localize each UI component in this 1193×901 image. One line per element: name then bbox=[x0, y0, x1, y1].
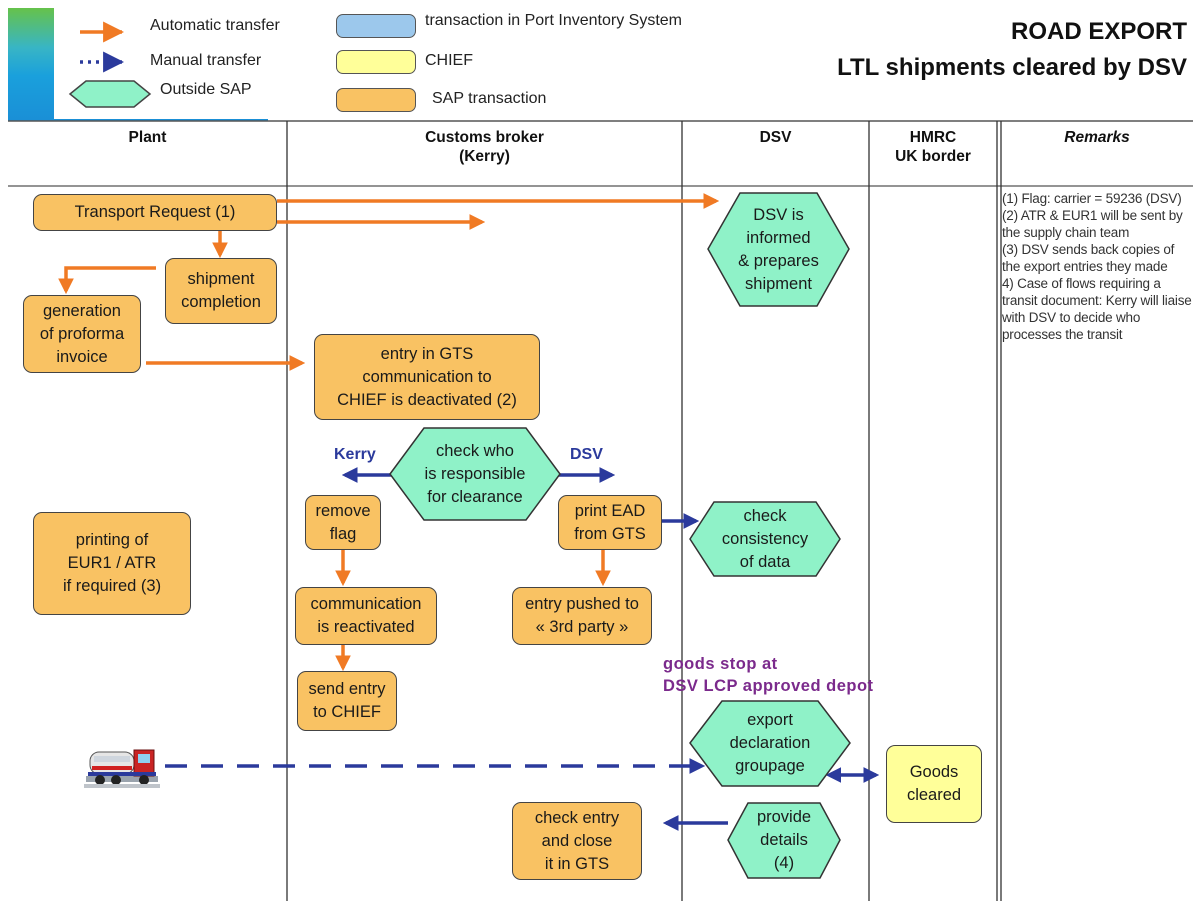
hex-check-consistency bbox=[689, 501, 841, 577]
node-check-consistency: check consistency of data bbox=[721, 506, 809, 571]
legend-port-inventory-label: transaction in Port Inventory System bbox=[425, 12, 682, 29]
truck-icon bbox=[84, 749, 160, 788]
node-export-declaration: export declaration groupage bbox=[729, 711, 811, 775]
legend-sap-swatch bbox=[336, 88, 416, 112]
node-check-responsible: check who is responsible for clearance bbox=[424, 441, 526, 506]
legend-outside-sap-label: Outside SAP bbox=[160, 81, 252, 98]
node-dsv-informed: DSV is informed & prepares shipment bbox=[738, 205, 819, 293]
label-goods-stop: goods stop at DSV LCP approved depot bbox=[663, 655, 874, 695]
node-entry-gts: entry in GTS communication to CHIEF is d… bbox=[314, 334, 540, 420]
column-header-customs-broker: Customs broker (Kerry) bbox=[425, 129, 544, 165]
column-header-dsv: DSV bbox=[759, 129, 792, 146]
legend-automatic-label: Automatic transfer bbox=[150, 17, 280, 34]
corner-gradient-block bbox=[8, 8, 54, 121]
remarks-list: (1) Flag: carrier = 59236 (DSV) (2) ATR … bbox=[1002, 190, 1192, 343]
legend-icons bbox=[68, 21, 152, 108]
node-printing-eur1: printing of EUR1 / ATR if required (3) bbox=[33, 512, 191, 615]
arrow-shipment-to-proforma bbox=[58, 266, 156, 295]
hex-check-responsible bbox=[389, 427, 561, 521]
hex-dsv-informed bbox=[707, 192, 850, 307]
title-line2: LTL shipments cleared by DSV bbox=[837, 54, 1187, 81]
legend-outside-sap-hexagon-icon bbox=[68, 80, 152, 108]
remark-3: (3) DSV sends back copies of the export … bbox=[1002, 242, 1175, 274]
node-transport-request: Transport Request (1) bbox=[33, 194, 277, 231]
column-header-hmrc: HMRC UK border bbox=[895, 129, 971, 165]
node-check-entry-close: check entry and close it in GTS bbox=[512, 802, 642, 880]
node-remove-flag: remove flag bbox=[305, 495, 381, 550]
node-shipment-completion: shipment completion bbox=[165, 258, 277, 324]
title-line1: ROAD EXPORT bbox=[1010, 18, 1187, 45]
node-communication-reactivated: communication is reactivated bbox=[295, 587, 437, 645]
column-header-plant: Plant bbox=[128, 129, 167, 146]
label-dsv: DSV bbox=[570, 446, 603, 463]
legend-sap-label: SAP transaction bbox=[432, 90, 547, 107]
remark-1: (1) Flag: carrier = 59236 (DSV) bbox=[1002, 191, 1182, 206]
legend-chief-swatch bbox=[336, 50, 416, 74]
remark-2: (2) ATR & EUR1 will be sent by the suppl… bbox=[1002, 208, 1183, 240]
legend-port-inventory-swatch bbox=[336, 14, 416, 38]
node-entry-pushed: entry pushed to « 3rd party » bbox=[512, 587, 652, 645]
node-proforma-invoice: generation of proforma invoice bbox=[23, 295, 141, 373]
label-kerry: Kerry bbox=[334, 446, 376, 463]
node-print-ead: print EAD from GTS bbox=[558, 495, 662, 550]
hex-export-declaration bbox=[689, 700, 851, 787]
hex-provide-details bbox=[727, 802, 841, 879]
node-send-entry: send entry to CHIEF bbox=[297, 671, 397, 731]
node-goods-cleared: Goods cleared bbox=[886, 745, 982, 823]
node-provide-details: provide details (4) bbox=[756, 808, 812, 872]
legend-chief-label: CHIEF bbox=[425, 52, 473, 69]
header-underline bbox=[8, 119, 268, 121]
column-header-remarks: Remarks bbox=[1064, 129, 1130, 146]
legend-manual-label: Manual transfer bbox=[150, 52, 262, 69]
remark-4: 4) Case of flows requiring a transit doc… bbox=[1002, 276, 1192, 342]
